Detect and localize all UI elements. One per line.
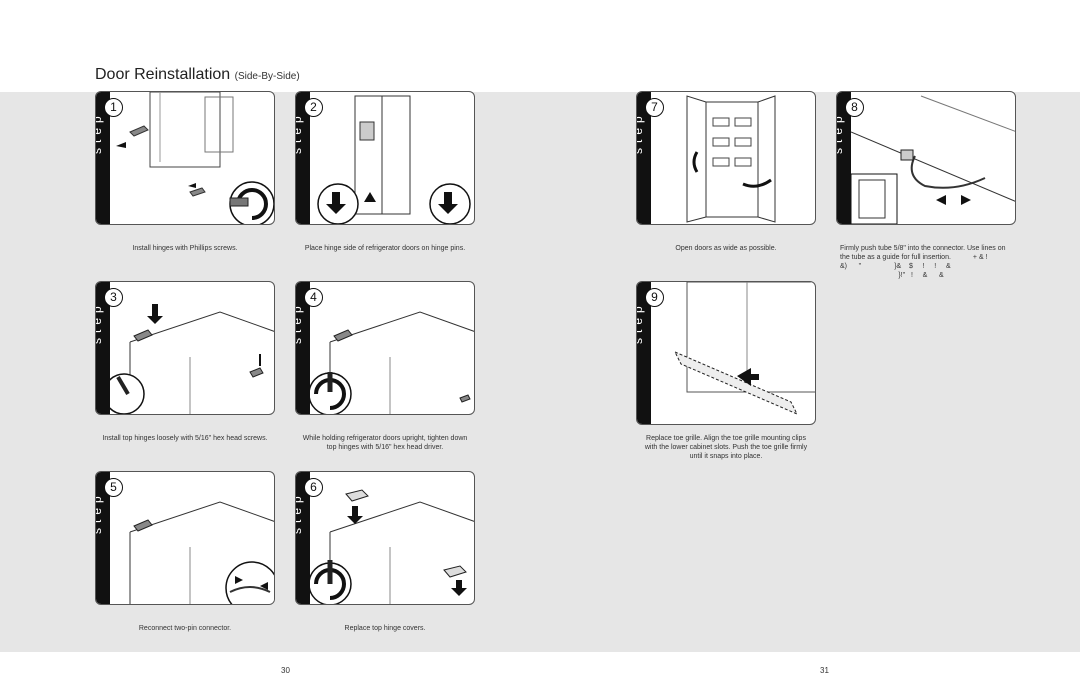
- step-8-illustration: [851, 95, 1015, 224]
- step-number: 5: [104, 478, 123, 497]
- step-number: 2: [304, 98, 323, 117]
- step-4-caption: While holding refrigerator doors upright…: [295, 434, 475, 452]
- step-3-caption: Install top hinges loosely with 5/16" he…: [102, 435, 268, 442]
- page-title-main: Door Reinstallation: [95, 66, 231, 83]
- step-9-caption: Replace toe grille. Align the toe grille…: [636, 434, 816, 461]
- step-1-panel: step 1: [95, 91, 275, 225]
- step-7-caption: Open doors as wide as possible.: [675, 245, 777, 252]
- step-strip: step: [637, 282, 651, 424]
- bottom-band: [0, 652, 1080, 698]
- step-strip: step: [837, 92, 851, 224]
- step-label: step: [295, 301, 304, 344]
- step-9-illustration: [673, 282, 815, 416]
- caption-line: Firmly push tube 5/8" into the connector…: [840, 245, 1006, 252]
- step-4-panel: step 4: [295, 281, 475, 415]
- step-number: 4: [304, 288, 323, 307]
- step-8-panel: step 8: [836, 91, 1016, 225]
- step-strip: step: [96, 92, 110, 224]
- page-number-right: 31: [820, 666, 829, 675]
- top-band: [0, 0, 1080, 92]
- step-label: step: [95, 301, 104, 344]
- step-number: 6: [304, 478, 323, 497]
- caption-line: until it snaps into place.: [689, 453, 763, 460]
- step-2-illustration: [317, 95, 471, 224]
- caption-line: top hinges with 5/16" hex head driver.: [326, 444, 444, 451]
- step-number: 1: [104, 98, 123, 117]
- page-title-sub: (Side-By-Side): [234, 71, 300, 82]
- step-2-caption: Place hinge side of refrigerator doors o…: [304, 245, 466, 252]
- step-3-panel: step 3: [95, 281, 275, 415]
- step-label: step: [836, 111, 845, 154]
- step-strip: step: [296, 472, 310, 604]
- step-5-caption: Reconnect two-pin connector.: [138, 625, 232, 632]
- step-1-caption: Install hinges with Phillips screws.: [132, 245, 238, 252]
- caption-line: While holding refrigerator doors upright…: [302, 435, 468, 442]
- step-strip: step: [637, 92, 651, 224]
- caption-line: &) " }& $ ! ! &: [840, 263, 951, 270]
- step-1-illustration: [116, 92, 274, 224]
- step-9-panel: step 9: [636, 281, 816, 425]
- step-6-panel: step 6: [295, 471, 475, 605]
- caption-line: Replace toe grille. Align the toe grille…: [646, 435, 806, 442]
- step-6-illustration: [310, 489, 474, 604]
- step-strip: step: [96, 472, 110, 604]
- step-label: step: [95, 491, 104, 534]
- step-3-illustration: [110, 304, 274, 414]
- step-8-caption: Firmly push tube 5/8" into the connector…: [840, 244, 1020, 280]
- step-2-panel: step 2: [295, 91, 475, 225]
- caption-line: }!" ! & &: [840, 272, 944, 279]
- page-title: Door Reinstallation (Side-By-Side): [95, 66, 300, 84]
- page-number-left: 30: [281, 666, 290, 675]
- step-4-illustration: [310, 311, 474, 414]
- step-label: step: [95, 111, 104, 154]
- step-number: 9: [645, 288, 664, 307]
- step-number: 8: [845, 98, 864, 117]
- step-number: 3: [104, 288, 123, 307]
- step-strip: step: [96, 282, 110, 414]
- caption-line: the tube as a guide for full insertion.+…: [840, 254, 988, 261]
- step-number: 7: [645, 98, 664, 117]
- step-label: step: [636, 111, 645, 154]
- step-5-illustration: [129, 501, 274, 604]
- step-strip: step: [296, 92, 310, 224]
- step-label: step: [295, 491, 304, 534]
- step-7-illustration: [686, 95, 776, 223]
- caption-line: with the lower cabinet slots. Push the t…: [644, 444, 808, 451]
- step-label: step: [636, 301, 645, 344]
- step-7-panel: step 7: [636, 91, 816, 225]
- step-5-panel: step 5: [95, 471, 275, 605]
- step-strip: step: [296, 282, 310, 414]
- step-6-caption: Replace top hinge covers.: [344, 625, 426, 632]
- step-label: step: [295, 111, 304, 154]
